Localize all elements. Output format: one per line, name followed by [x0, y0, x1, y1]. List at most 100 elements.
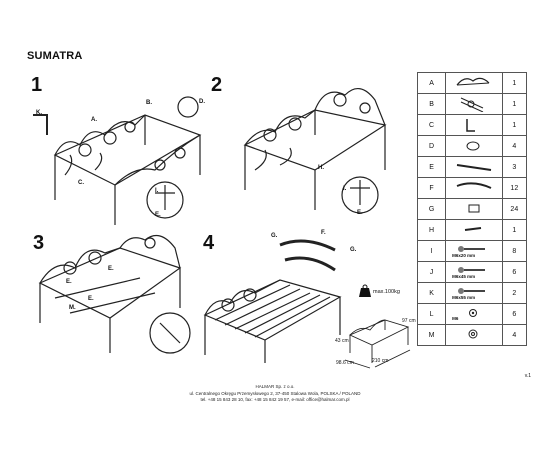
dimension-width: 210 cm [372, 358, 389, 364]
rod-icon [464, 227, 481, 231]
slat-holder-icon [468, 204, 480, 213]
nut-icon [468, 309, 477, 317]
part-qty: 4 [501, 135, 528, 157]
footer-contact: tel. +48 15 843 28 10, fax: +48 15 842 1… [200, 397, 350, 402]
part-image [445, 135, 503, 157]
part-letter: D [416, 135, 447, 157]
step-1-label-d: D. [199, 99, 205, 105]
part-qty: 8 [501, 240, 528, 262]
slat-bar-icon [456, 164, 492, 171]
part-letter: G [416, 198, 447, 220]
weight-icon [359, 284, 371, 297]
step-1-label-a: A. [91, 117, 97, 123]
dimension-depth: 98.6 cm [336, 360, 354, 366]
part-qty: 24 [501, 198, 528, 220]
part-letter: B [416, 93, 447, 115]
part-image [445, 219, 503, 241]
parts-row: J M6x45 mm 6 [416, 261, 528, 283]
step-4-label-g2: G. [350, 247, 357, 253]
dimensions-sketch [344, 319, 411, 369]
step-1-label-b: B. [146, 100, 152, 106]
part-spec: M6x45 mm [452, 274, 476, 279]
part-qty: 1 [501, 72, 528, 94]
step-3-label-e1: E. [108, 266, 114, 272]
part-qty: 12 [501, 177, 528, 199]
step-4-number: 4 [203, 232, 215, 254]
part-qty: 1 [501, 93, 528, 115]
cap-icon [466, 141, 480, 151]
curved-slat-icon [456, 182, 492, 189]
part-letter: H [416, 219, 447, 241]
step-1-number: 1 [31, 74, 43, 96]
part-letter: A [416, 72, 447, 94]
part-image [445, 324, 503, 346]
part-letter: L [416, 303, 447, 325]
parts-row: K M6x55 mm 2 [416, 282, 528, 304]
part-qty: 3 [501, 156, 528, 178]
step-3-label-e2: E. [66, 279, 72, 285]
part-image [445, 114, 503, 136]
step-4-label-g1: G. [271, 233, 278, 239]
parts-row: I M6x20 mm 8 [416, 240, 528, 262]
step-2-label-e: E. [357, 210, 363, 216]
step-1-label-k: K. [36, 110, 42, 116]
bolt-icon [457, 267, 485, 273]
step-3-label-e3: E. [88, 296, 94, 302]
step-4-illustration [203, 239, 342, 363]
part-spec: M6x55 mm [452, 295, 476, 300]
part-letter: K [416, 282, 447, 304]
part-image: M6x20 mm [445, 240, 503, 262]
washer-icon [468, 329, 478, 339]
part-spec: M6 [452, 316, 459, 321]
side-rail-icon [460, 97, 484, 113]
step-1-label-c: C. [78, 180, 84, 186]
part-image [445, 177, 503, 199]
part-letter: C [416, 114, 447, 136]
step-4-label-f: F. [321, 230, 326, 236]
step-2-label-h: H. [318, 165, 324, 171]
part-letter: F [416, 177, 447, 199]
part-qty: 6 [501, 261, 528, 283]
bolt-icon [457, 246, 485, 252]
footer-company: HALMAR Sp. z o.o. [255, 384, 295, 389]
part-qty: 1 [501, 219, 528, 241]
part-letter: M [416, 324, 447, 346]
parts-row: L M6 6 [416, 303, 528, 325]
part-letter: I [416, 240, 447, 262]
part-image [445, 72, 503, 94]
wrench-icon [466, 119, 475, 132]
step-1-illustration [33, 96, 202, 225]
part-qty: 2 [501, 282, 528, 304]
step-2-number: 2 [211, 74, 223, 96]
part-qty: 4 [501, 324, 528, 346]
product-title: SUMATRA [27, 50, 83, 62]
step-1-label-i: I. [155, 188, 159, 194]
part-letter: E [416, 156, 447, 178]
part-image: M6x45 mm [445, 261, 503, 283]
part-qty: 1 [501, 114, 528, 136]
step-1-label-e: E. [155, 212, 161, 218]
step-3-number: 3 [33, 232, 45, 254]
step-2-illustration [243, 88, 387, 214]
step-3-label-m: M. [69, 305, 76, 311]
bolt-icon [457, 288, 485, 294]
step-3-illustration [38, 234, 191, 354]
part-image [445, 93, 503, 115]
part-image: M6 [445, 303, 503, 325]
part-qty: 6 [501, 303, 528, 325]
part-spec: M6x20 mm [452, 253, 476, 258]
part-image [445, 198, 503, 220]
parts-row: G 24 [416, 198, 528, 220]
part-letter: J [416, 261, 447, 283]
version-label: v.1 [524, 373, 531, 379]
parts-row: F 12 [416, 177, 528, 199]
max-load-label: max.100kg [373, 289, 400, 295]
